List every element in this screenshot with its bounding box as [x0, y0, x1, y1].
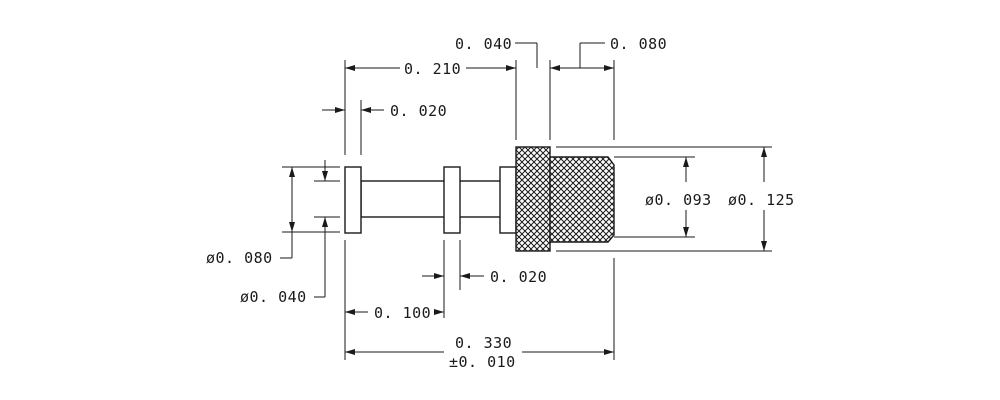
left-flange — [344, 166, 362, 234]
tip-diameter-label: ø0. 093 — [645, 191, 712, 209]
knurl-width-label: 0. 040 — [455, 35, 512, 53]
dimension-flange-spacing: 0. 100 — [345, 304, 444, 322]
dimension-flange-thickness: 0. 020 — [322, 102, 447, 120]
bottom-extension-lines — [344, 240, 615, 360]
collar — [499, 166, 517, 234]
dimension-shaft-diameter: ø0. 040 — [240, 160, 340, 306]
tip-length-label: 0. 080 — [610, 35, 667, 53]
shoulder-length-label: 0. 210 — [404, 60, 461, 78]
flange-spacing-label: 0. 100 — [374, 304, 431, 322]
dimension-tip-length: 0. 080 — [550, 35, 667, 71]
collar-thickness-label: 0. 020 — [490, 268, 547, 286]
knurl-diameter-label: ø0. 125 — [728, 191, 795, 209]
dimension-knurl-diameter: ø0. 125 — [556, 146, 795, 252]
dimension-knurl-width: 0. 040 — [455, 35, 560, 71]
dimension-shoulder-length: 0. 210 — [345, 60, 516, 78]
knurled-head — [515, 146, 551, 252]
dimension-flange-diameter: ø0. 080 — [206, 166, 340, 267]
overall-length-label: 0. 330 — [455, 334, 512, 352]
flange-diameter-label: ø0. 080 — [206, 249, 273, 267]
overall-tolerance-label: ±0. 010 — [449, 353, 516, 371]
knurled-tip — [549, 156, 615, 243]
part-outline — [344, 146, 615, 252]
flange-thickness-label: 0. 020 — [390, 102, 447, 120]
middle-flange — [443, 166, 461, 234]
dimension-tip-diameter: ø0. 093 — [614, 156, 712, 238]
dimension-overall-length: 0. 330 ±0. 010 — [345, 334, 614, 371]
pin-shaft — [360, 180, 502, 218]
dimension-collar-thickness: 0. 020 — [422, 268, 547, 286]
shaft-diameter-label: ø0. 040 — [240, 288, 307, 306]
extension-lines — [344, 60, 615, 155]
